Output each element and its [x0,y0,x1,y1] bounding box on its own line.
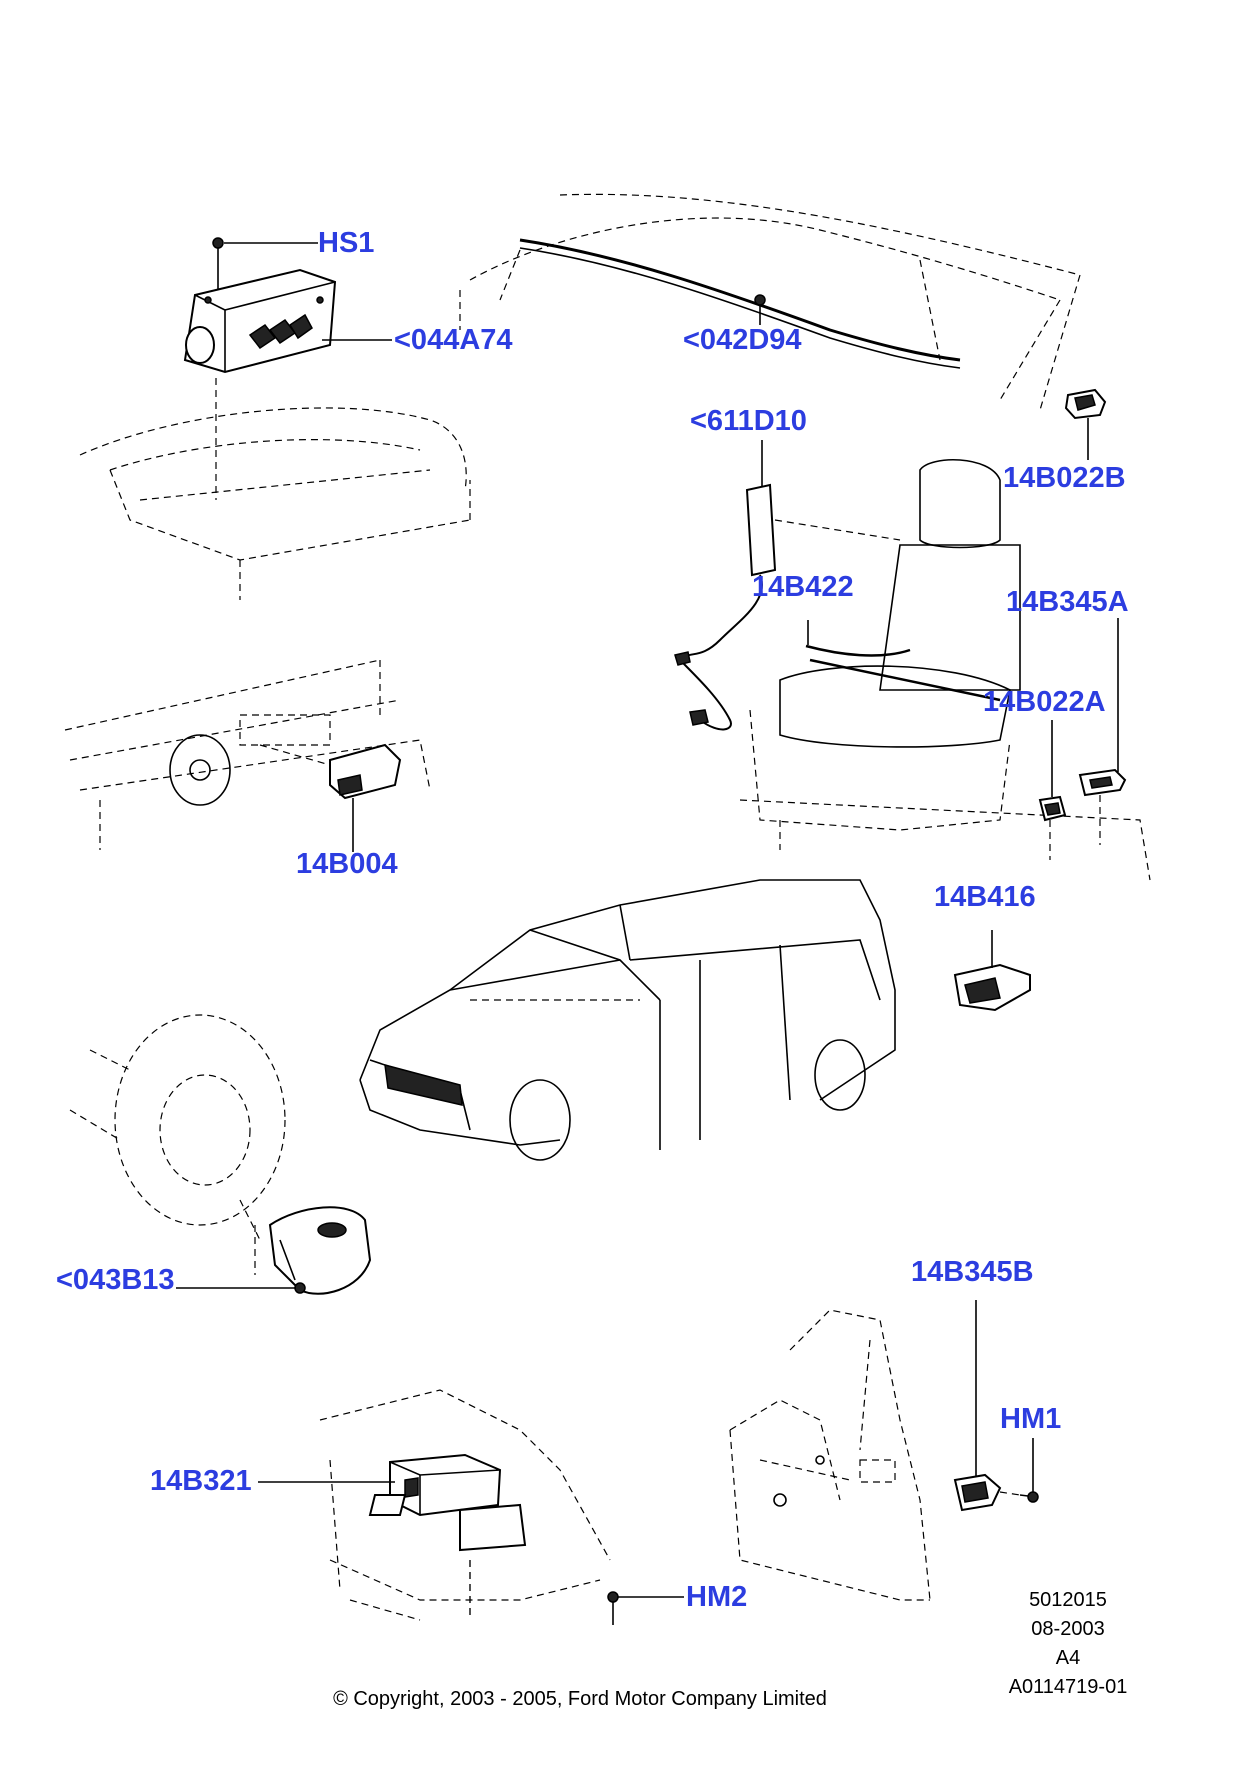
instrument-panel-illustration [79,407,471,600]
callout-14b022a: 14B022A [983,686,1106,718]
14b345a-sensor-illustration [1078,768,1127,845]
callout-hm2: HM2 [686,1581,748,1613]
callout-14b422: 14B422 [752,571,854,603]
callout-14b345a: 14B345A [1006,586,1129,618]
reference-number: 5012015 [1029,1589,1107,1611]
14b022a-sensor-illustration [1038,795,1067,860]
14b321-module-illustration [368,1453,527,1552]
callout-043b13: <043B13 [56,1264,175,1296]
14b004-module-illustration [259,743,402,800]
14b345b-sensor-illustration [953,1473,1021,1512]
roof-frame-illustration [459,193,1081,411]
minivan-illustration [359,879,896,1161]
callout-044a74: <044A74 [394,324,513,356]
reference-date: 08-2003 [1031,1618,1105,1640]
14b022b-sensor-illustration [1064,388,1107,420]
front-structure-illustration [64,659,431,850]
14b416-sensor-illustration [953,963,1031,1012]
callout-14b022b: 14B022B [1003,462,1126,494]
hs1-screw-illustration [212,237,224,290]
hm2-screw-illustration [607,1591,619,1625]
copyright-notice: © Copyright, 2003 - 2005, Ford Motor Com… [333,1688,827,1710]
callout-042d94: <042D94 [683,324,802,356]
steering-wheel-illustration [69,1014,286,1275]
14b422-wire-harness-illustration [674,574,911,731]
floor-tunnel-illustration [319,1389,611,1621]
reference-paper-size: A4 [1055,1647,1081,1669]
callout-14b004: 14B004 [296,848,398,880]
reference-drawing-id: A0114719-01 [1008,1676,1128,1698]
callout-hm1: HM1 [1000,1403,1062,1435]
callout-hs1: HS1 [318,227,375,259]
callout-14b416: 14B416 [934,881,1036,913]
hm1-screw-illustration [1019,1491,1039,1503]
callout-611d10: <611D10 [690,405,807,437]
seat-illustration [739,458,1151,881]
callout-14b345b: 14B345B [911,1256,1034,1288]
rear-pillar-illustration [729,1309,931,1601]
043b13-driver-airbag-illustration [268,1206,372,1295]
callout-14b321: 14B321 [150,1465,252,1497]
passenger-airbag-module-illustration [183,268,337,374]
611d10-side-airbag-illustration [745,483,901,577]
